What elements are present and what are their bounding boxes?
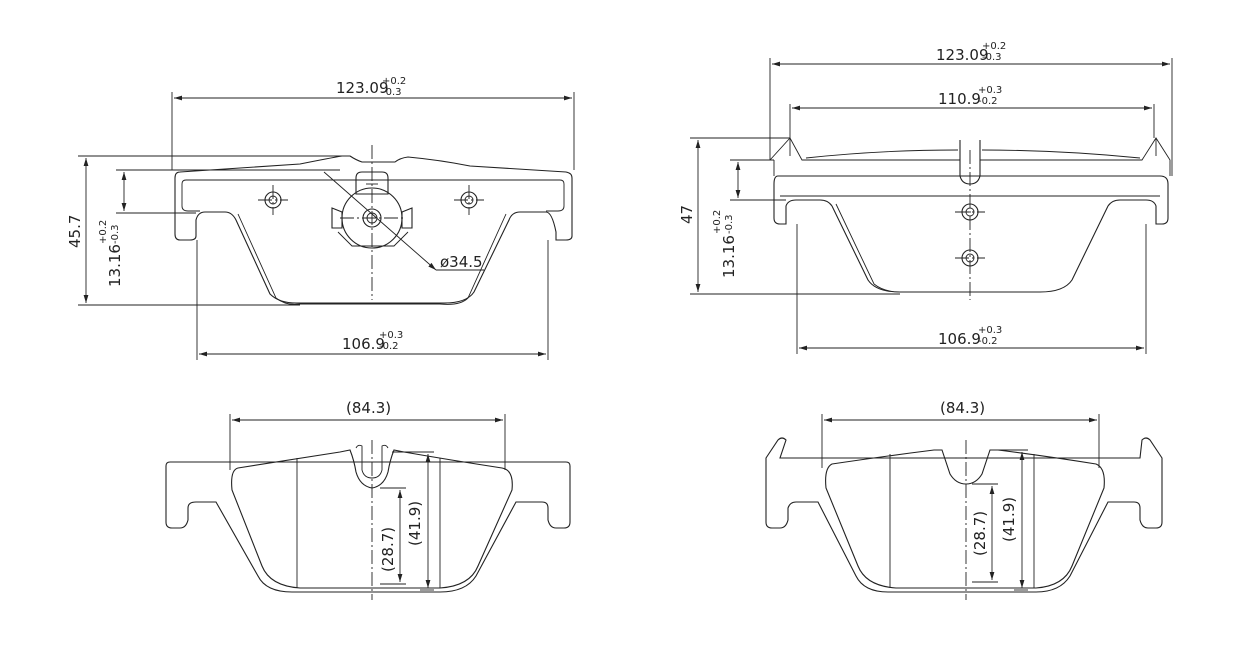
backing-plate-outline — [765, 437, 1163, 593]
backing-plate-outline — [773, 175, 1169, 293]
bottom-width-tol-lower: -0.2 — [978, 336, 998, 347]
pad-outline — [237, 213, 507, 305]
back-view-left: (84.3) (28.7) (41.9) — [165, 399, 571, 600]
height-value: 45.7 — [66, 215, 84, 248]
height-value: 47 — [678, 205, 696, 224]
plate-width-tol-upper: +0.3 — [978, 85, 1002, 96]
overall-width-value: 123.09 — [936, 46, 989, 64]
bottom-width-tol-upper: +0.3 — [978, 325, 1002, 336]
plate-width-value: 110.9 — [938, 90, 981, 108]
sensor-height-tol-upper: +0.2 — [98, 220, 109, 244]
bottom-width-value: 106.9 — [938, 330, 981, 348]
sensor-height-tol-upper: +0.2 — [712, 210, 723, 234]
diameter-label: ø34.5 — [440, 253, 483, 271]
backing-plate-outline — [165, 461, 571, 593]
backing-plate-outline — [174, 155, 573, 304]
overall-width-tol-upper: +0.2 — [982, 41, 1006, 52]
pad-height-value: (41.9) — [1000, 497, 1018, 542]
back-view-right: (84.3) (28.7) (41.9) — [765, 399, 1163, 600]
front-view-right: 123.09 +0.2 -0.3 110.9 +0.3 -0.2 106.9 +… — [678, 41, 1173, 354]
overall-width-tol-lower: -0.3 — [382, 87, 402, 98]
width-value: (84.3) — [346, 399, 391, 417]
sensor-height-tol-lower: -0.3 — [110, 224, 121, 244]
sensor-height-value: 13.16 — [720, 235, 738, 278]
wear-sensor-clip — [323, 145, 484, 300]
bottom-width-tol-lower: -0.2 — [379, 341, 399, 352]
sensor-height-value: 13.16 — [106, 244, 124, 287]
plate-top-curve — [805, 149, 1141, 159]
front-view-left: ø34.5 123.09 +0.2 -0.3 106.9 +0.3 -0.2 4… — [66, 76, 575, 360]
overall-width-value: 123.09 — [336, 79, 389, 97]
diameter-leader — [323, 171, 437, 271]
clip-notch — [355, 444, 389, 479]
inner-height-value: (28.7) — [379, 527, 397, 572]
overall-width-tol-upper: +0.2 — [382, 76, 406, 87]
inner-height-value: (28.7) — [971, 511, 989, 556]
width-value: (84.3) — [940, 399, 985, 417]
bottom-width-value: 106.9 — [342, 335, 385, 353]
pad-height-value: (41.9) — [406, 501, 424, 546]
pad-outline — [835, 203, 901, 293]
bottom-width-tol-upper: +0.3 — [379, 330, 403, 341]
backing-plate-inner — [181, 179, 565, 212]
sensor-height-tol-lower: -0.3 — [724, 214, 735, 234]
overall-width-tol-lower: -0.3 — [982, 52, 1002, 63]
plate-width-tol-lower: -0.2 — [978, 96, 998, 107]
friction-pad-outline — [825, 449, 1105, 589]
